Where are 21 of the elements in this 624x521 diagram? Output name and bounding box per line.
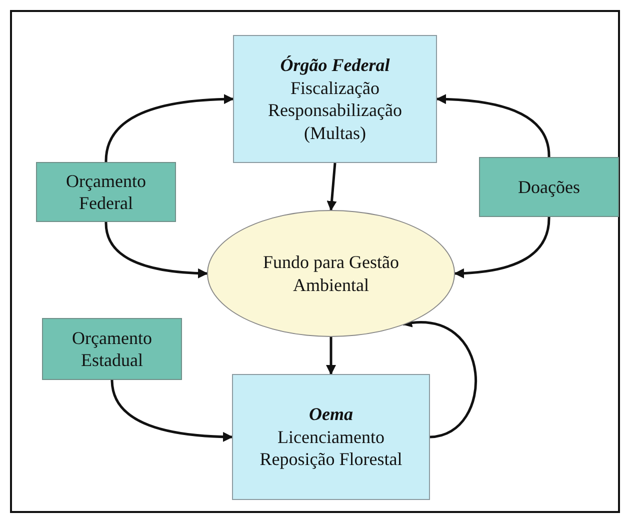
- box-text: Fiscalização Responsabilização (Multas): [267, 76, 403, 144]
- source-box: [36, 162, 176, 222]
- box-heading: Oema: [309, 403, 353, 426]
- arrow: [454, 216, 550, 278]
- arrow: [326, 337, 336, 375]
- box-text: Licenciamento Reposição Florestal: [258, 426, 404, 471]
- arrow: [326, 162, 337, 211]
- box-text: Orçamento Estadual: [71, 326, 153, 372]
- arrow: [110, 380, 233, 442]
- arrow: [436, 94, 550, 158]
- agency-box: [232, 374, 430, 500]
- arrow: [402, 318, 477, 438]
- arrow: [104, 222, 208, 278]
- box-text: Orçamento Federal: [65, 170, 147, 214]
- box-text: Fundo para Gestão Ambiental: [262, 251, 400, 296]
- box-text: Doações: [518, 176, 580, 198]
- agency-box: [233, 35, 437, 163]
- source-box: [42, 318, 182, 380]
- source-box: [479, 157, 619, 217]
- arrow: [104, 94, 234, 162]
- box-heading: Órgão Federal: [280, 54, 390, 76]
